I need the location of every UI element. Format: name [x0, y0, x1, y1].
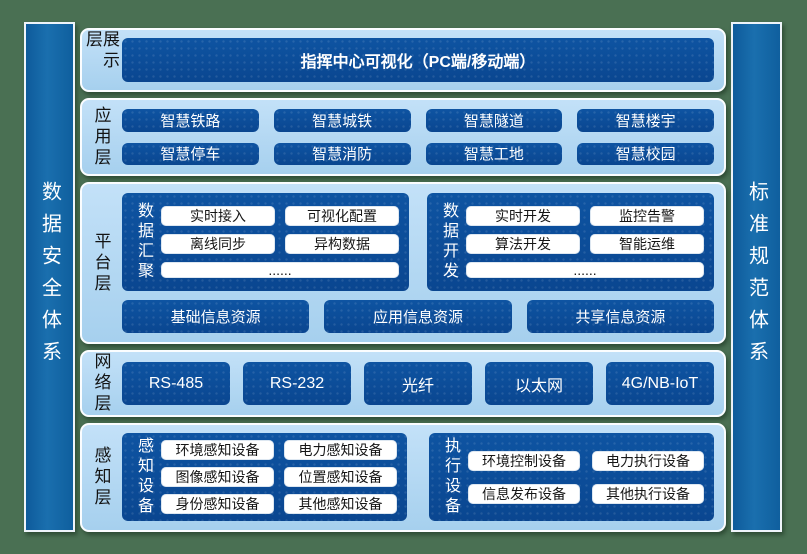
application-box: 智慧停车	[122, 142, 259, 165]
application-box: 智慧消防	[273, 142, 411, 165]
network-box: 光纤	[364, 362, 472, 405]
platform-item: 离线同步	[161, 234, 275, 254]
sensing-devices-group: 感知设备 环境感知设备 电力感知设备 图像感知设备 位置感知设备 身份感知设备 …	[122, 433, 407, 521]
sensing-devices-label: 感知设备	[135, 437, 152, 517]
layer-application-content: 智慧铁路 智慧城铁 智慧隧道 智慧楼宇 智慧停车 智慧消防 智慧工地 智慧校园	[120, 100, 724, 174]
network-box: 以太网	[485, 362, 593, 405]
layer-perception: 感知层 感知设备 环境感知设备 电力感知设备 图像感知设备 位置感知设备 身份感…	[80, 423, 726, 532]
layer-perception-label-col: 感知层	[82, 425, 120, 530]
data-aggregation-label: 数据汇聚	[135, 202, 152, 282]
sensing-devices-label-col: 感知设备	[132, 437, 154, 517]
execution-device-item: 其他执行设备	[592, 483, 704, 504]
layer-application: 应用层 智慧铁路 智慧城铁 智慧隧道 智慧楼宇 智慧停车 智慧消防 智慧工地 智…	[80, 98, 726, 176]
execution-device-item: 电力执行设备	[592, 450, 704, 471]
execution-devices-grid: 环境控制设备 电力执行设备 信息发布设备 其他执行设备	[468, 450, 704, 504]
execution-device-item: 信息发布设备	[468, 483, 580, 504]
application-row: 智慧停车 智慧消防 智慧工地 智慧校园	[122, 142, 714, 165]
platform-item: 智能运维	[590, 234, 704, 254]
layer-display-label: 展示层	[83, 30, 119, 72]
standards-pillar-label: 标准规范体系	[745, 181, 768, 373]
network-box: 4G/NB-IoT	[606, 362, 714, 405]
platform-item: 实时接入	[161, 206, 275, 226]
sensing-device-item: 位置感知设备	[284, 467, 397, 487]
standards-pillar: 标准规范体系	[731, 22, 782, 532]
platform-item: 监控告警	[590, 206, 704, 226]
sensing-device-item: 环境感知设备	[161, 440, 274, 460]
data-development-grid: 实时开发 监控告警 算法开发 智能运维 ......	[466, 206, 704, 278]
data-security-pillar: 数据安全体系	[24, 22, 75, 532]
application-box: 智慧城铁	[273, 109, 411, 132]
sensing-device-item: 身份感知设备	[161, 494, 274, 514]
data-security-pillar-label: 数据安全体系	[38, 181, 61, 373]
layer-perception-content: 感知设备 环境感知设备 电力感知设备 图像感知设备 位置感知设备 身份感知设备 …	[120, 425, 724, 530]
sensing-device-item: 电力感知设备	[284, 440, 397, 460]
platform-item: 异构数据	[285, 234, 399, 254]
layer-network: 网络层 RS-485 RS-232 光纤 以太网 4G/NB-IoT	[80, 350, 726, 417]
layer-platform-label: 平台层	[91, 231, 111, 295]
data-aggregation-group: 数据汇聚 实时接入 可视化配置 离线同步 异构数据 ......	[122, 193, 409, 291]
data-development-label-col: 数据开发	[437, 202, 459, 282]
data-development-group: 数据开发 实时开发 监控告警 算法开发 智能运维 ......	[427, 193, 714, 291]
execution-device-item: 环境控制设备	[468, 450, 580, 471]
layer-platform-label-col: 平台层	[82, 184, 120, 342]
platform-item-more: ......	[466, 262, 704, 278]
layer-platform-content: 数据汇聚 实时接入 可视化配置 离线同步 异构数据 ...... 数据开发	[120, 184, 724, 342]
sensing-device-item: 其他感知设备	[284, 494, 397, 514]
application-box: 智慧隧道	[425, 109, 563, 132]
network-box: RS-232	[243, 362, 351, 405]
application-row: 智慧铁路 智慧城铁 智慧隧道 智慧楼宇	[122, 109, 714, 132]
application-box: 智慧校园	[577, 142, 714, 165]
data-aggregation-grid: 实时接入 可视化配置 离线同步 异构数据 ......	[161, 206, 399, 278]
layer-stack: 展示层 指挥中心可视化（PC端/移动端） 应用层 智慧铁路 智慧城铁 智慧隧道 …	[80, 28, 726, 532]
layer-application-label-col: 应用层	[82, 100, 120, 174]
resource-box: 共享信息资源	[526, 300, 714, 333]
layer-network-content: RS-485 RS-232 光纤 以太网 4G/NB-IoT	[120, 352, 724, 415]
platform-item-more: ......	[161, 262, 399, 278]
data-aggregation-label-col: 数据汇聚	[132, 202, 154, 282]
application-box: 智慧铁路	[122, 109, 259, 132]
data-development-label: 数据开发	[440, 202, 457, 282]
layer-display: 展示层 指挥中心可视化（PC端/移动端）	[80, 28, 726, 92]
layer-network-label-col: 网络层	[82, 352, 120, 415]
layer-application-label: 应用层	[91, 105, 111, 169]
network-box: RS-485	[122, 362, 230, 405]
platform-item: 可视化配置	[285, 206, 399, 226]
layer-network-label: 网络层	[91, 352, 111, 415]
platform-groups: 数据汇聚 实时接入 可视化配置 离线同步 异构数据 ...... 数据开发	[122, 193, 714, 291]
resource-box: 应用信息资源	[324, 300, 512, 333]
layer-perception-label: 感知层	[91, 446, 111, 509]
sensing-device-item: 图像感知设备	[161, 467, 274, 487]
execution-devices-group: 执行设备 环境控制设备 电力执行设备 信息发布设备 其他执行设备	[429, 433, 714, 521]
application-box: 智慧楼宇	[577, 109, 714, 132]
layer-platform: 平台层 数据汇聚 实时接入 可视化配置 离线同步 异构数据 ......	[80, 182, 726, 344]
sensing-devices-grid: 环境感知设备 电力感知设备 图像感知设备 位置感知设备 身份感知设备 其他感知设…	[161, 440, 397, 514]
layer-display-label-col: 展示层	[82, 30, 120, 90]
layer-display-content: 指挥中心可视化（PC端/移动端）	[120, 30, 724, 90]
platform-item: 实时开发	[466, 206, 580, 226]
command-center-box: 指挥中心可视化（PC端/移动端）	[122, 38, 714, 82]
resource-box: 基础信息资源	[122, 300, 310, 333]
execution-devices-label: 执行设备	[442, 437, 459, 517]
execution-devices-label-col: 执行设备	[439, 437, 461, 517]
platform-item: 算法开发	[466, 234, 580, 254]
application-box: 智慧工地	[425, 142, 563, 165]
resource-row: 基础信息资源 应用信息资源 共享信息资源	[122, 300, 714, 333]
